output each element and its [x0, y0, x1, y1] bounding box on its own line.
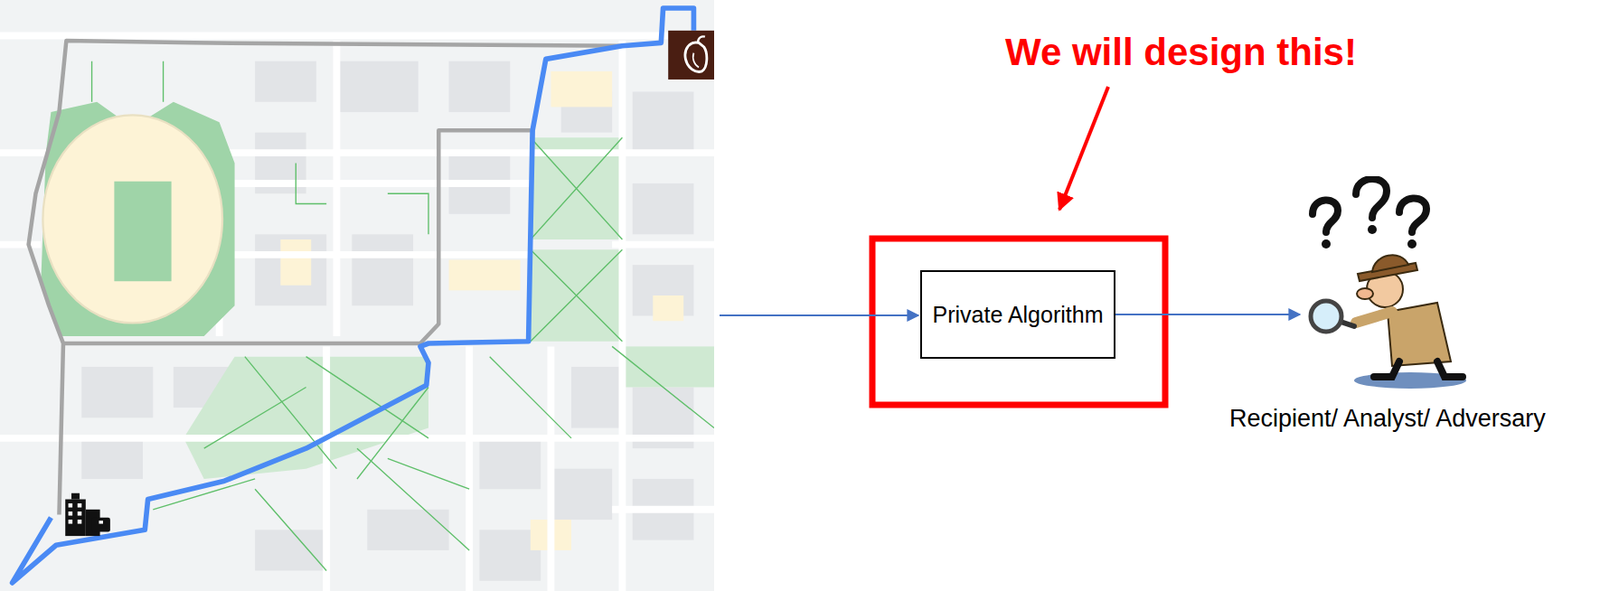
highlight-frame [872, 238, 1166, 405]
input-arrow [719, 314, 919, 317]
actor-label: Recipient/ Analyst/ Adversary [1229, 404, 1546, 433]
actor-figure: Recipient/ Analyst/ Adversary [1301, 176, 1483, 394]
process-box: Private Algorithm [920, 270, 1116, 359]
callout-text: We will design this! [1005, 30, 1357, 75]
output-arrow [1115, 313, 1300, 316]
detective-figure [1301, 176, 1483, 394]
route-map [0, 0, 715, 591]
pointer-arrow [1059, 86, 1109, 210]
box-label: Private Algorithm [932, 300, 1104, 330]
